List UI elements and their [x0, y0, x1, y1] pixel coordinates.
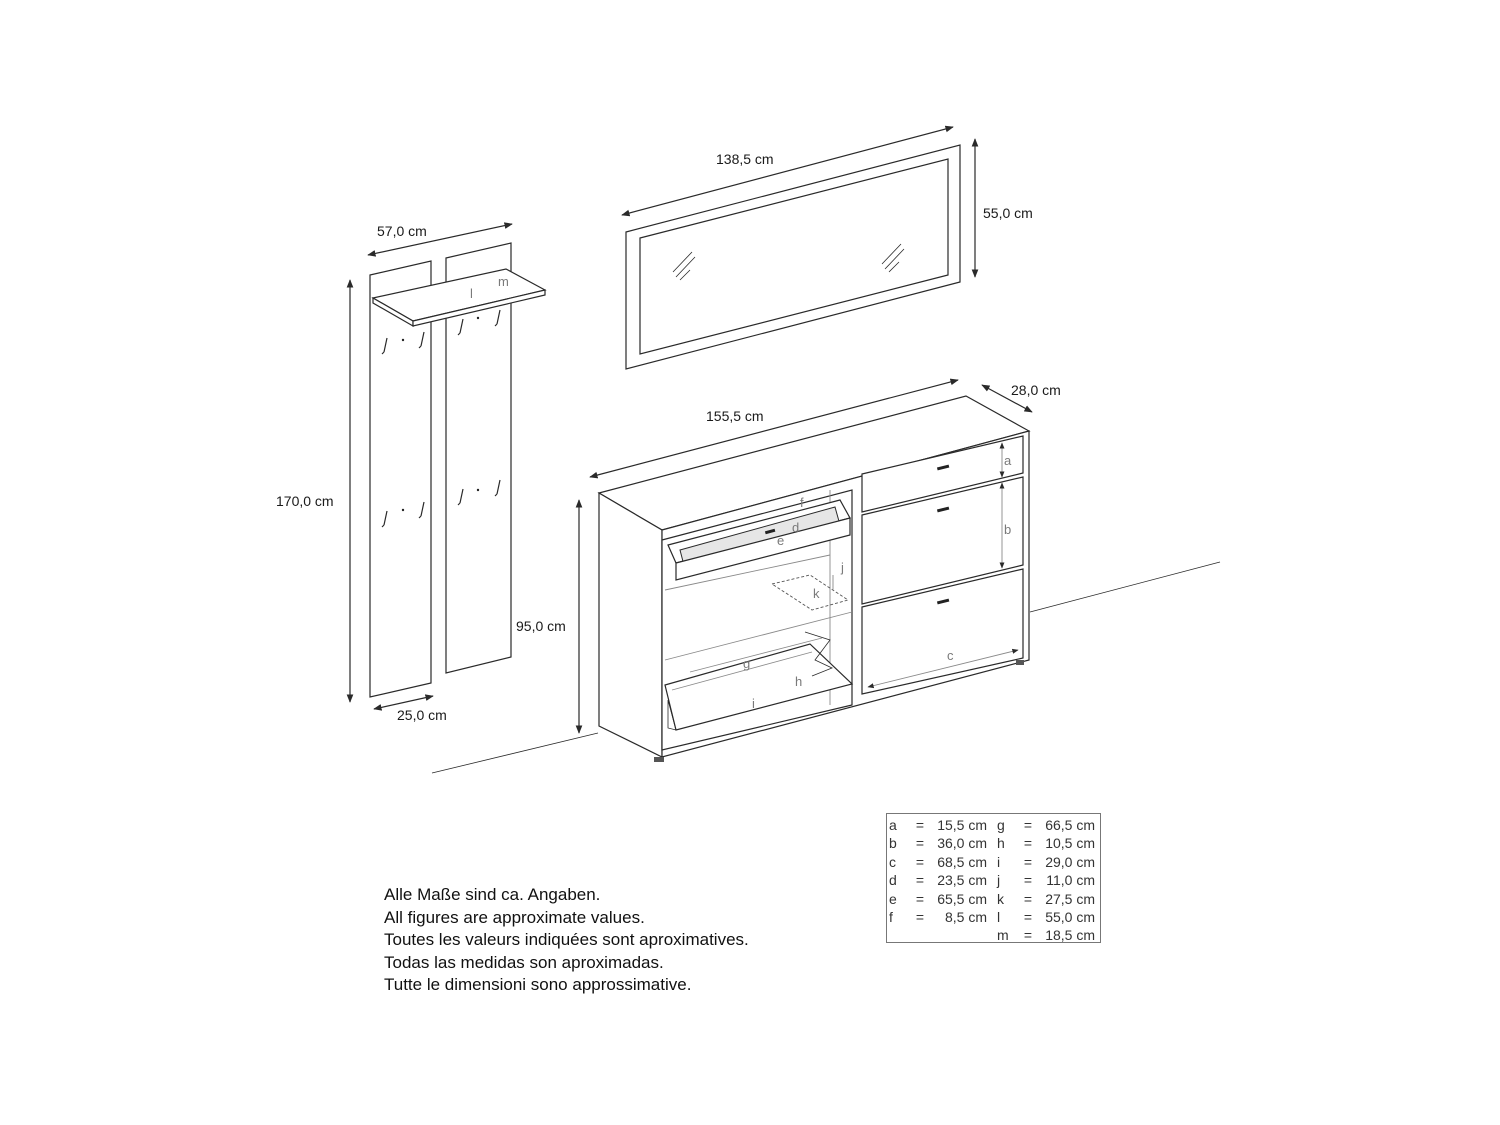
dim-line-mirror-width [621, 125, 954, 217]
legend-value: 15,5 cm [937, 817, 987, 833]
legend-value: 8,5 cm [944, 909, 987, 926]
label-j: j [840, 560, 844, 575]
legend-row: b = 36,0 cm h = 10,5 cm [889, 834, 1095, 852]
dim-line-cabinet-depth [981, 384, 1033, 413]
label-e: e [777, 533, 784, 548]
label-l: l [470, 286, 473, 301]
coat-rack-panel-left [369, 260, 432, 698]
legend-key: e [889, 890, 897, 907]
legend-key: c [889, 853, 896, 870]
legend-equals: = [915, 817, 925, 833]
legend-value: 36,0 cm [937, 835, 987, 852]
note-it: Tutte le dimensioni sono approssimative. [384, 975, 692, 994]
legend-equals: = [915, 872, 925, 889]
dim-line-rack-width [367, 222, 513, 257]
legend-equals: = [1023, 817, 1033, 833]
dim-rack-height: 170,0 cm [276, 493, 334, 509]
legend-key [889, 926, 909, 944]
legend-value: 68,5 cm [937, 853, 987, 870]
coat-rack: l m [369, 242, 547, 698]
legend-key: k [997, 890, 1004, 907]
dim-cabinet-width: 155,5 cm [706, 408, 764, 424]
legend-key: j [997, 872, 1001, 889]
legend-equals: = [1023, 927, 1033, 944]
label-f: f [800, 495, 804, 510]
legend-row: a = 15,5 cm g = 66,5 cm [889, 816, 1095, 834]
reflection-icon [672, 243, 905, 281]
legend-equals: = [1023, 890, 1033, 907]
legend-key: a [889, 817, 897, 833]
dim-line-panel-width [373, 694, 434, 711]
legend-value [931, 926, 997, 944]
legend-key: i [997, 853, 1001, 870]
legend-equals [909, 926, 931, 944]
legend-value: 11,0 cm [1046, 872, 1095, 889]
note-es: Todas las medidas son aproximadas. [384, 952, 664, 972]
shoe-cabinet: a b c d e f g h i j k [597, 395, 1031, 762]
note-en: All figures are approximate values. [384, 907, 645, 927]
label-a: a [1004, 453, 1012, 468]
legend-equals: = [1023, 909, 1033, 926]
floor-line-right [1029, 561, 1221, 613]
dim-mirror-width: 138,5 cm [716, 151, 774, 167]
legend-row: e = 65,5 cm k = 27,5 cm [889, 890, 1095, 908]
legend-key: b [889, 835, 897, 852]
dim-panel-width: 25,0 cm [397, 707, 447, 723]
legend-value: 65,5 cm [937, 890, 987, 907]
legend-equals: = [915, 853, 925, 870]
dim-mirror-height: 55,0 cm [983, 205, 1033, 221]
dimension-legend: a = 15,5 cm g = 66,5 cm b = 36,0 cm h = 10,5 cm c = 68… [886, 813, 1101, 943]
legend-key: f [889, 909, 893, 926]
label-h: h [795, 674, 802, 689]
legend-equals: = [1023, 872, 1033, 889]
label-d: d [792, 520, 799, 535]
legend-equals: = [915, 890, 925, 907]
dim-line-cabinet-width [589, 378, 959, 479]
hook-icon [381, 309, 501, 528]
legend-row: m = 18,5 cm [889, 926, 1095, 944]
legend-table: a = 15,5 cm g = 66,5 cm b = 36,0 cm h = 10,5 cm c = 68… [889, 816, 1095, 945]
legend-key: l [997, 909, 1001, 926]
legend-key: d [889, 872, 897, 889]
label-b: b [1004, 522, 1011, 537]
legend-value: 55,0 cm [1045, 909, 1095, 926]
label-k: k [813, 586, 820, 601]
legend-key: m [997, 927, 1009, 944]
legend-value: 23,5 cm [937, 872, 987, 889]
legend-value: 27,5 cm [1045, 890, 1095, 907]
legend-row: c = 68,5 cm i = 29,0 cm [889, 853, 1095, 871]
dim-cabinet-height: 95,0 cm [516, 618, 566, 634]
legend-key: g [997, 817, 1005, 833]
legend-key: h [997, 835, 1005, 852]
mirror [625, 144, 961, 370]
label-c: c [947, 648, 954, 663]
dim-cabinet-depth: 28,0 cm [1011, 382, 1061, 398]
dim-rack-width: 57,0 cm [377, 223, 427, 239]
note-fr: Toutes les valeurs indiquées sont aproxi… [384, 930, 749, 949]
legend-equals: = [1023, 835, 1033, 852]
legend-value: 29,0 cm [1045, 853, 1095, 870]
label-i: i [752, 696, 755, 711]
label-g: g [743, 656, 750, 671]
legend-value: 10,5 cm [1045, 835, 1095, 852]
legend-equals: = [1023, 853, 1033, 870]
label-m: m [498, 274, 509, 289]
approximate-values-note: Alle Maße sind ca. Angaben. All figures … [384, 884, 749, 997]
legend-equals: = [915, 909, 925, 926]
legend-row: d = 23,5 cm j = 11,0 cm [889, 871, 1095, 889]
legend-value: 18,5 cm [1045, 927, 1095, 944]
floor-line-left [431, 732, 599, 774]
note-de: Alle Maße sind ca. Angaben. [384, 885, 601, 904]
legend-equals: = [915, 835, 925, 852]
legend-row: f = 8,5 cm l = 55,0 cm [889, 908, 1095, 926]
legend-value: 66,5 cm [1045, 817, 1095, 833]
